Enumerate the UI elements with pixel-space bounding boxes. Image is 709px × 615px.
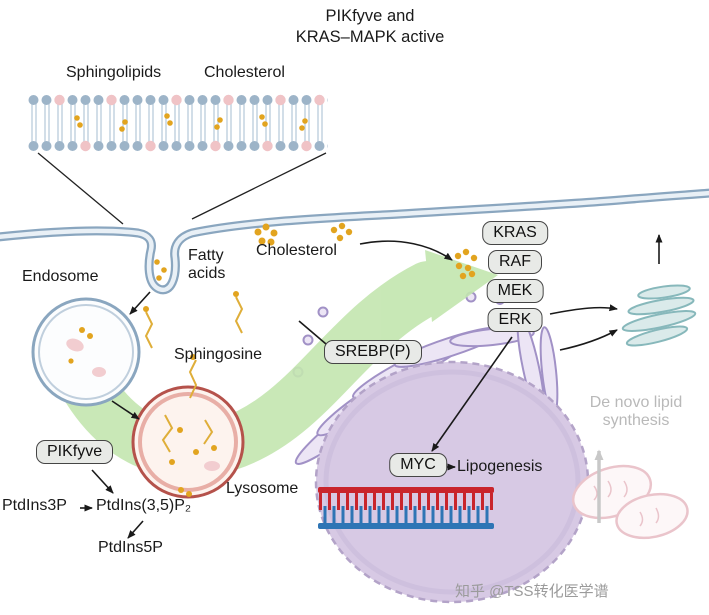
label-ptdins5p: PtdIns5P [98, 539, 163, 556]
label-cholesterol-top: Cholesterol [204, 64, 285, 81]
cholesterol-molecules [154, 222, 478, 281]
arrow-to-er-lower [559, 329, 618, 351]
arrow-endosome-to-lysosome [111, 400, 140, 420]
mitochondria [571, 464, 689, 540]
pathway-arrows [80, 234, 663, 539]
label-sphingosine: Sphingosine [174, 346, 263, 363]
label-cholesterol: Cholesterol [256, 242, 337, 259]
box-mek: MEK [486, 279, 544, 303]
plasma-membrane [0, 188, 709, 295]
label-endosome: Endosome [22, 268, 99, 285]
label-lysosome: Lysosome [226, 480, 299, 497]
title-line-1: PIKfyve and [325, 7, 415, 25]
box-erk: ERK [487, 308, 543, 332]
dna [318, 487, 494, 529]
fatty-acid-molecules [143, 291, 244, 399]
lysosome-vesicle [131, 385, 245, 499]
label-lipogenesis: Lipogenesis [457, 458, 543, 475]
watermark: 知乎 @TSS转化医学谱 [455, 583, 609, 600]
title-line-2: KRAS–MAPK active [295, 28, 445, 47]
label-ptdins3p: PtdIns3P [2, 497, 67, 514]
label-sphingolipids: Sphingolipids [66, 64, 162, 81]
arrow-to-er-upper [549, 304, 618, 315]
box-srebp: SREBP(P) [324, 340, 422, 364]
nucleus [314, 360, 590, 604]
label-fatty-acids: Fatty acids [188, 247, 226, 283]
er-stack [621, 284, 697, 347]
line-srebp-leader [298, 320, 327, 345]
box-kras: KRAS [482, 221, 548, 245]
arrow-cholesterol-to-membrane [359, 240, 453, 261]
callout-line-right [191, 152, 327, 220]
bilayer-cholesterol-dots [74, 113, 308, 132]
box-myc: MYC [389, 453, 447, 477]
page-title: PIKfyve and KRAS–MAPK active [230, 6, 510, 49]
sphingosine-molecule [188, 359, 198, 399]
label-de-novo-lipid-synthesis: De novo lipid synthesis [589, 394, 683, 430]
arrow-to-ptdins5p [127, 520, 144, 539]
arrow-pikfyve-catalysis [91, 469, 114, 494]
label-ptdins35p2: PtdIns(3,5)P₂ [96, 497, 192, 514]
endosome-vesicle [31, 297, 141, 407]
arrow-endocytosis [129, 291, 151, 315]
box-pikfyve: PIKfyve [36, 440, 114, 464]
lipid-bilayer-inset [27, 94, 328, 152]
arrow-erk-to-myc [431, 336, 513, 452]
box-raf: RAF [488, 250, 542, 274]
callout-line-left [37, 152, 124, 225]
